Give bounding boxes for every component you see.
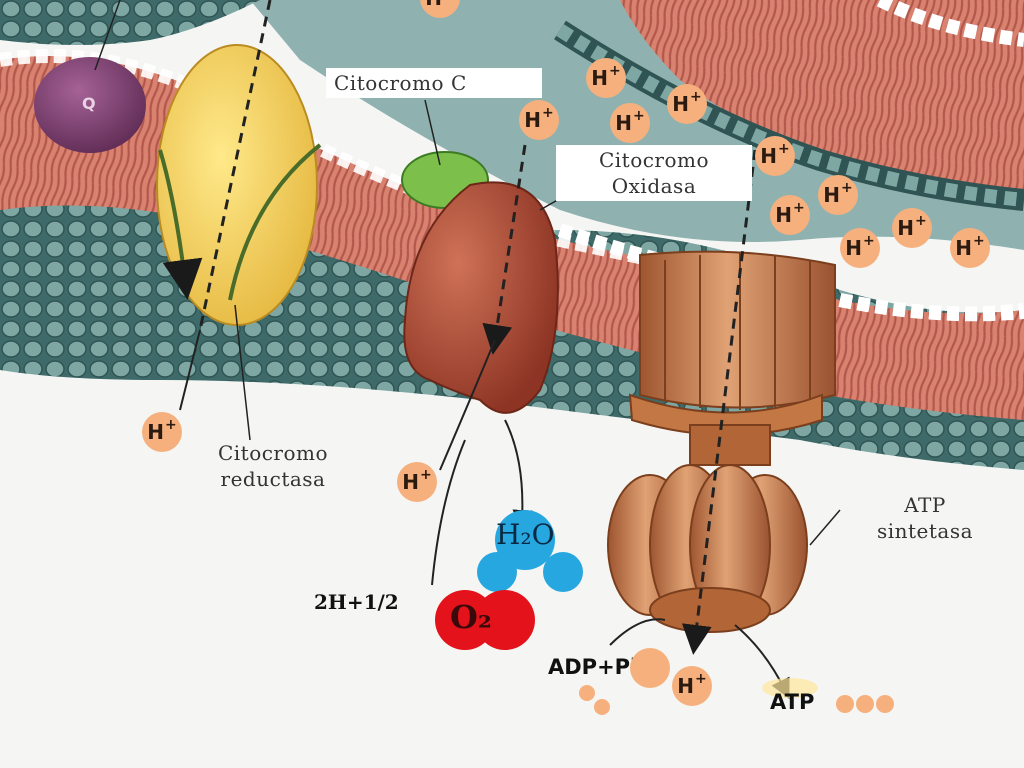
hplus-ion: H+ [672,666,712,706]
hplus-ion-behind-pi [630,648,670,688]
hplus-ion: H+ [755,136,795,176]
atp-synthase-f1 [607,464,808,633]
hplus-ion: H+ [667,84,707,124]
atp-sintetasa-line2: sintetasa [876,519,974,543]
hplus-ion: H+ [397,462,437,502]
citocromo-reductasa-label: Citocromo reductasa [198,440,348,492]
citocromo-oxidasa-label: Citocromo Oxidasa [556,145,752,201]
atp-sintetasa-line1: ATP [904,493,946,517]
oxidasa-label-line2: Oxidasa [611,174,697,198]
oxidasa-label-line1: Citocromo [598,148,710,172]
hplus-ion: H+ [420,0,460,18]
h2o-molecule [477,510,583,592]
reductasa-shape [156,44,318,326]
hplus-ion: H+ [818,175,858,215]
atp-synthase-fo [639,250,836,409]
phosphate-dots [579,685,894,715]
hplus-ion: H+ [950,228,990,268]
hplus-ion: H+ [586,58,626,98]
o2-label: O₂ [450,598,492,636]
hplus-ion: H+ [142,412,182,452]
reductasa-label-line1: Citocromo [217,441,329,465]
reductasa-label-line2: reductasa [220,467,326,491]
hplus-ion: H+ [770,195,810,235]
citocromo-c-label: Citocromo C [326,68,542,98]
atp-label: ATP [770,690,815,714]
hplus-ion: H+ [892,208,932,248]
reaction-left-label: 2H+1/2 [314,590,399,614]
hplus-ion: H+ [519,100,559,140]
ubiquinone-shape [34,57,146,153]
hplus-ion: H+ [840,228,880,268]
atp-sintetasa-label: ATP sintetasa [855,492,995,544]
ubiquinone-label: Q [82,94,96,113]
oxidasa-shape [403,181,559,414]
h2o-label: H₂O [496,518,555,551]
o2-molecule [435,590,535,650]
hplus-ion: H+ [610,103,650,143]
adp-pi-label: ADP+Pi [548,655,638,679]
